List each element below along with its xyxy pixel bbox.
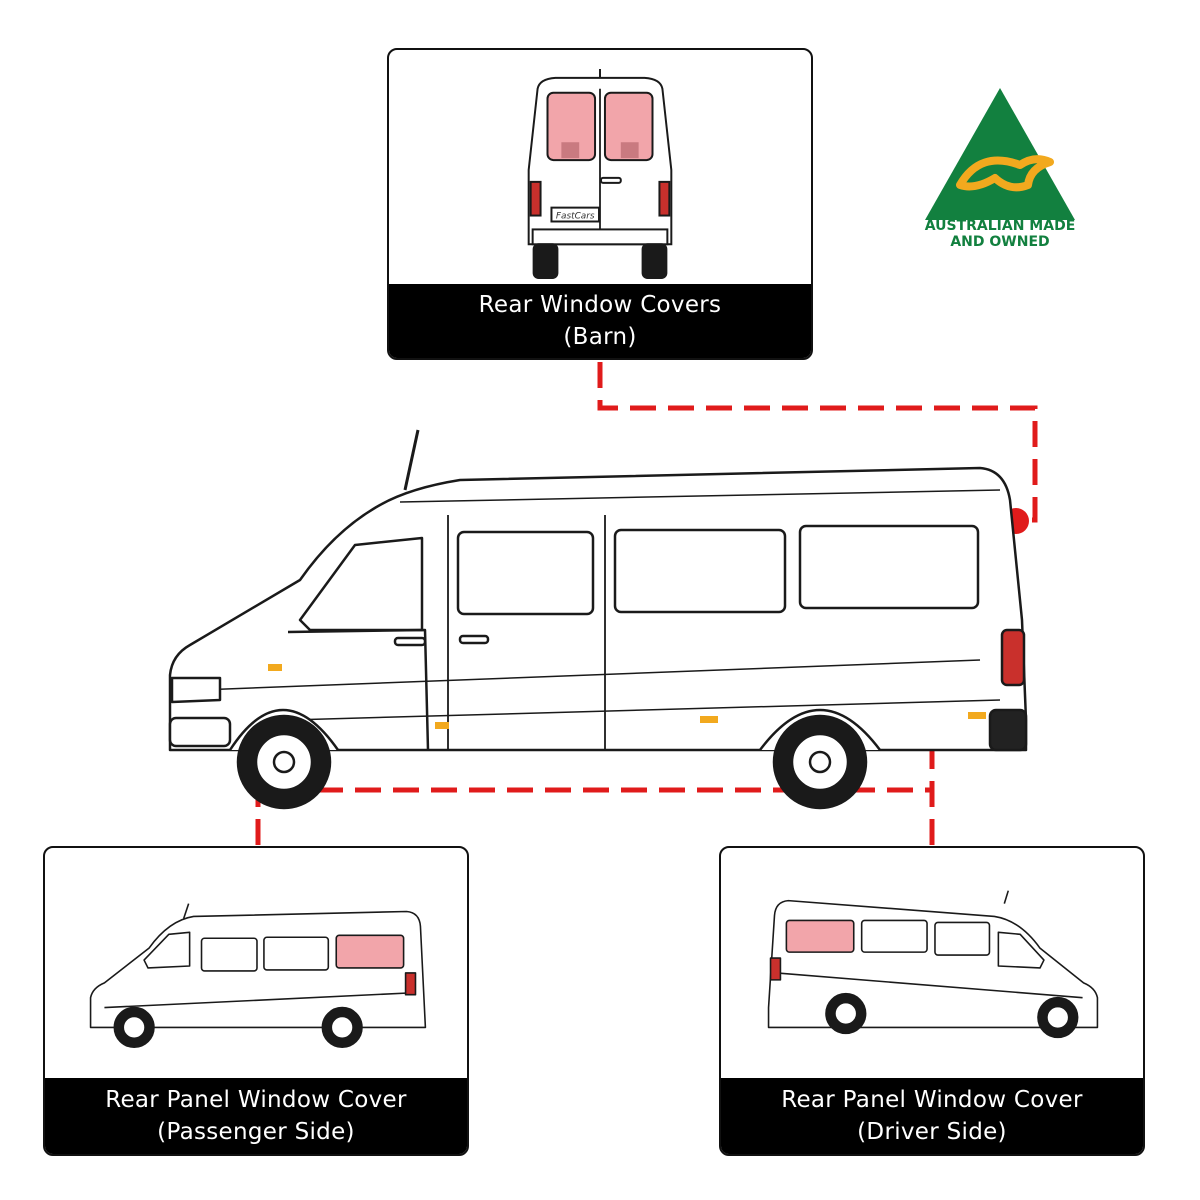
barn-caption: Rear Window Covers (Barn) bbox=[389, 284, 811, 358]
rear-wheel bbox=[772, 714, 868, 810]
passenger-side-van-illustration bbox=[89, 903, 427, 1049]
barn-caption-line2: (Barn) bbox=[563, 324, 637, 350]
driver-caption: Rear Panel Window Cover (Driver Side) bbox=[721, 1078, 1143, 1154]
rear-window-right bbox=[603, 91, 654, 162]
logo-line1: AUSTRALIAN MADE bbox=[925, 218, 1076, 234]
australian-made-logo: AUSTRALIAN MADE AND OWNED bbox=[925, 88, 1076, 250]
passenger-caption-line2: (Passenger Side) bbox=[157, 1119, 355, 1145]
rear-van-illustration: FastCars bbox=[527, 68, 673, 279]
driver-caption-line1: Rear Panel Window Cover bbox=[781, 1087, 1083, 1113]
connector-barn bbox=[597, 362, 1038, 523]
passenger-rear-window bbox=[335, 934, 405, 969]
rear-window-left bbox=[546, 91, 597, 162]
driver-side-van-illustration bbox=[767, 890, 1099, 1039]
driver-caption-line2: (Driver Side) bbox=[857, 1119, 1007, 1145]
card-barn: FastCars Rear Window Covers (Barn) bbox=[387, 48, 813, 360]
barn-caption-line1: Rear Window Covers bbox=[478, 292, 722, 318]
rear-van-plate: FastCars bbox=[556, 212, 595, 222]
card-passenger-side: Rear Panel Window Cover (Passenger Side) bbox=[43, 846, 469, 1156]
main-van-illustration bbox=[168, 429, 1028, 810]
card-driver-side: Rear Panel Window Cover (Driver Side) bbox=[719, 846, 1145, 1156]
passenger-caption: Rear Panel Window Cover (Passenger Side) bbox=[45, 1078, 467, 1154]
logo-line2: AND OWNED bbox=[950, 234, 1049, 250]
passenger-caption-line1: Rear Panel Window Cover bbox=[105, 1087, 407, 1113]
driver-rear-window bbox=[785, 919, 855, 953]
front-wheel bbox=[236, 714, 332, 810]
